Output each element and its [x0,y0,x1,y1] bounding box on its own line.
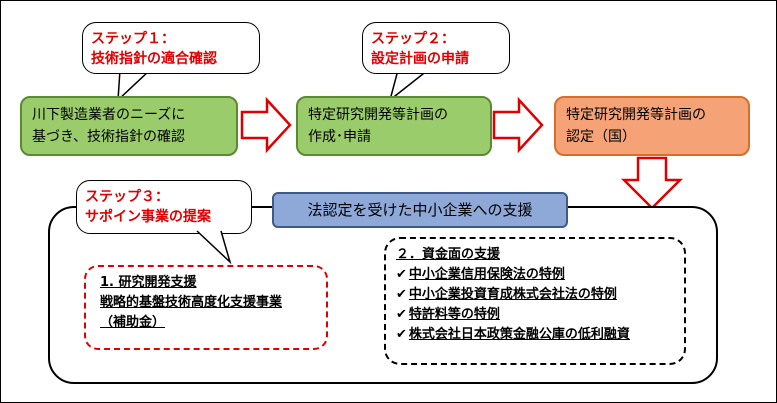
rd-support-box: 1. 研究開発支援 戦略的基盤技術高度化支援事業 （補助金） [84,265,328,350]
step2-label: ステップ２： [371,31,455,47]
funding-item: ✔中小企業信用保険法の特例 [396,265,674,285]
process-box-needs-line2: 基づき、技術指針の確認 [32,129,186,145]
check-mark-icon: ✔ [396,327,407,342]
funding-support-heading: ２．資金面の支援 [396,247,501,262]
step2-title: 設定計画の申請 [371,51,469,67]
step3-title: サポイン事業の提案 [85,209,211,225]
process-box-certification-line1: 特定研究開発等計画の [566,107,706,123]
step1-title: 技術指針の適合確認 [91,51,217,67]
funding-item-label: 特許料等の特例 [408,307,500,322]
check-mark-icon: ✔ [396,287,407,302]
step1-callout: ステップ１： 技術指針の適合確認 [82,22,260,74]
check-mark-icon: ✔ [396,307,407,322]
process-box-needs: 川下製造業者のニーズに 基づき、技術指針の確認 [20,96,238,156]
step1-label: ステップ１： [91,31,175,47]
support-container [48,206,718,384]
check-mark-icon: ✔ [396,267,407,282]
rd-support-subsidy: （補助金） [100,315,166,330]
funding-item-label: 株式会社日本政策金融公庫の低利融資 [408,327,630,342]
process-box-plan: 特定研究開発等計画の 作成･申請 [296,96,492,156]
step3-callout: ステップ３： サポイン事業の提案 [76,180,252,234]
step3-label: ステップ３： [85,189,169,205]
funding-item-label: 中小企業信用保険法の特例 [408,267,565,282]
support-title: 法認定を受けた中小企業への支援 [272,192,568,228]
funding-item: ✔特許料等の特例 [396,305,674,325]
funding-item: ✔中小企業投資育成株式会社法の特例 [396,285,674,305]
process-box-certification-line2: 認定（国） [566,129,636,145]
rd-support-heading: 1. 研究開発支援 [100,275,197,290]
arrow-right-1 [240,96,292,154]
funding-item-label: 中小企業投資育成株式会社法の特例 [408,287,617,302]
process-box-plan-line2: 作成･申請 [308,129,371,145]
rd-support-program: 戦略的基盤技術高度化支援事業 [100,295,283,310]
funding-item: ✔株式会社日本政策金融公庫の低利融資 [396,325,674,345]
process-box-plan-line1: 特定研究開発等計画の [308,107,448,123]
process-box-certification: 特定研究開発等計画の 認定（国） [554,96,750,156]
process-box-needs-line1: 川下製造業者のニーズに [32,107,186,123]
arrow-right-2 [492,96,544,154]
arrow-down [620,156,684,210]
funding-support-box: ２．資金面の支援 ✔中小企業信用保険法の特例 ✔中小企業投資育成株式会社法の特例… [384,237,686,365]
step2-callout: ステップ２： 設定計画の申請 [362,22,510,74]
